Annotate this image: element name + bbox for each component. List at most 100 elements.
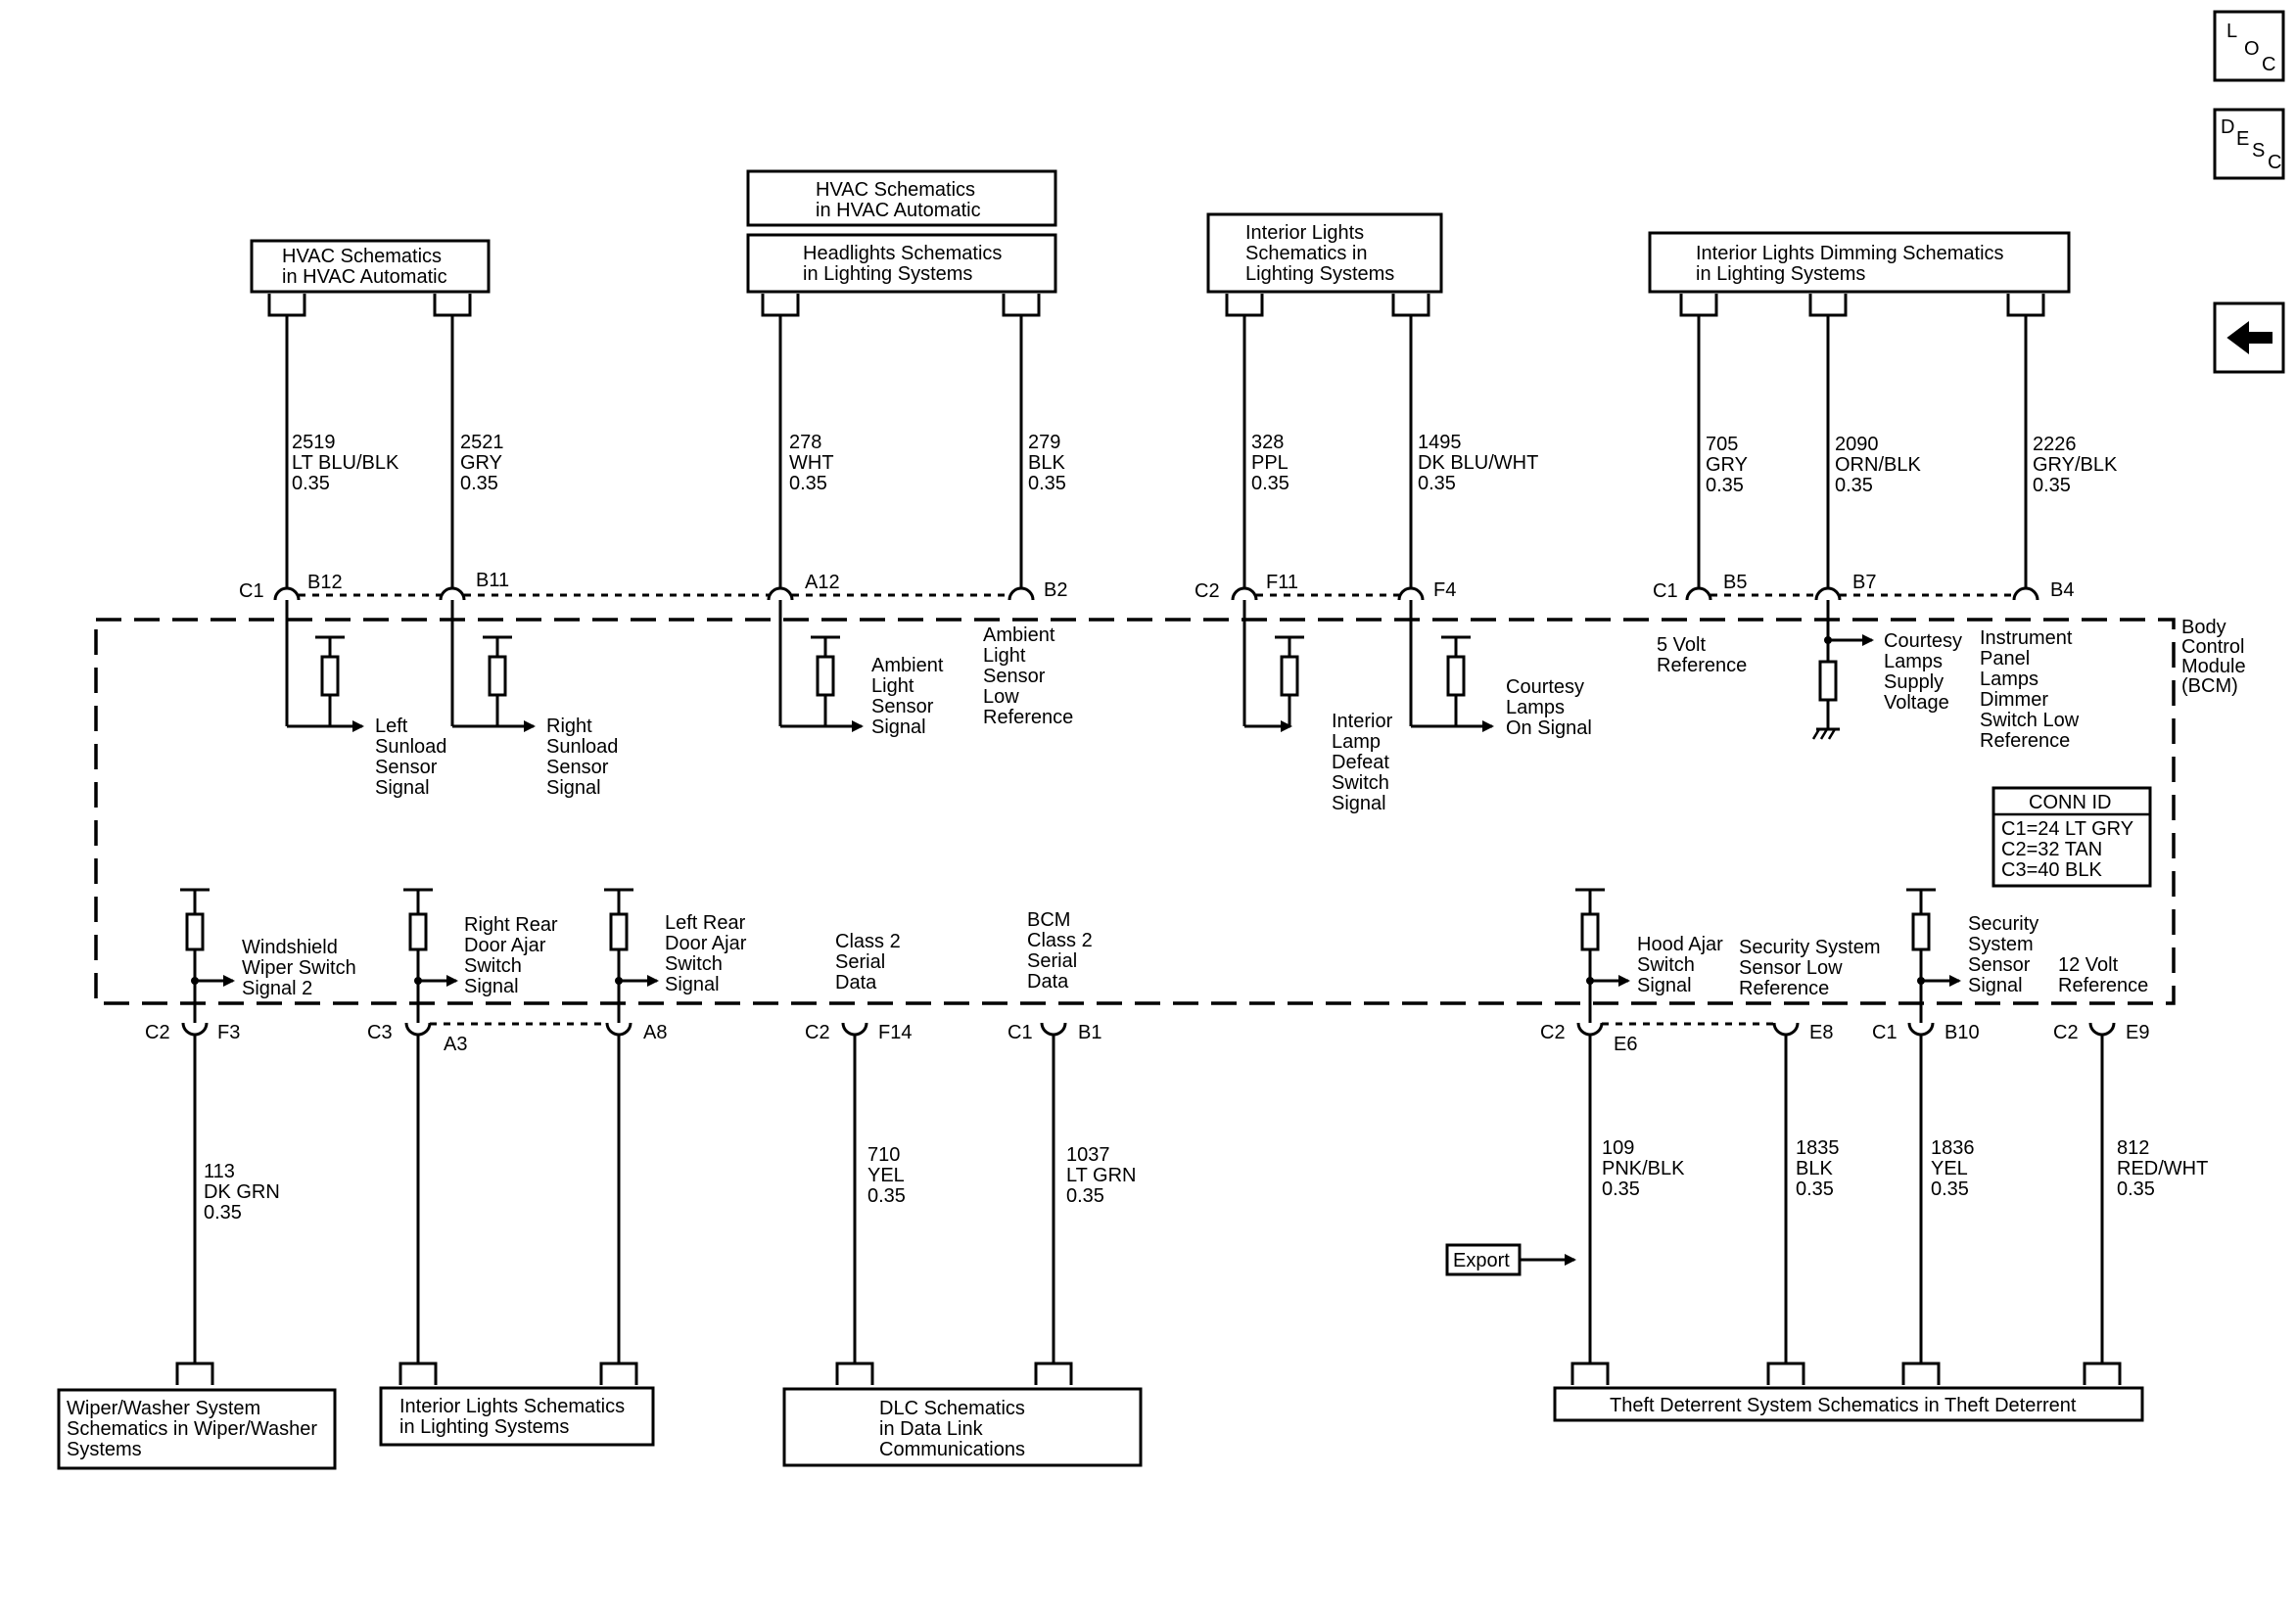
label-left-rear-door-ajar-switch-signal: Left Rear Door Ajar Switch Signal — [665, 912, 747, 995]
svg-text:GRY: GRY — [460, 452, 502, 474]
label-ambient-light-sensor-signal: Ambient Light Sensor Signal — [871, 655, 944, 738]
interior-lights-dimming-box[interactable]: Interior Lights Dimming Schematics in Li… — [1648, 231, 2071, 294]
svg-text:Low: Low — [983, 686, 1019, 708]
svg-text:Reference: Reference — [1980, 730, 2070, 752]
label-courtesy-lamps-on-signal: Courtesy Lamps On Signal — [1506, 676, 1592, 739]
dlc-schematics-box[interactable]: DLC Schematics in Data Link Communicatio… — [782, 1387, 1143, 1467]
top-pin-b5: B5 — [1723, 572, 1747, 593]
svg-text:Voltage: Voltage — [1884, 692, 1949, 714]
svg-text:in HVAC Automatic: in HVAC Automatic — [816, 200, 981, 221]
svg-text:Schematics in Wiper/Washer: Schematics in Wiper/Washer — [67, 1418, 317, 1440]
svg-text:0.35: 0.35 — [204, 1202, 242, 1224]
top-wires — [285, 315, 2028, 587]
svg-text:0.35: 0.35 — [1418, 473, 1456, 494]
svg-text:0.35: 0.35 — [1066, 1185, 1104, 1207]
svg-text:Systems: Systems — [67, 1439, 142, 1460]
svg-text:Signal: Signal — [464, 976, 519, 997]
svg-text:Reference: Reference — [983, 707, 1073, 728]
svg-text:0.35: 0.35 — [1931, 1178, 1969, 1200]
bcm-title: Body Control Module (BCM) — [2181, 617, 2246, 697]
bottom-conn-c2-e6: C2 — [1540, 1022, 1566, 1043]
bottom-pin-a8: A8 — [643, 1022, 667, 1043]
top-connector-tabs — [267, 294, 2045, 317]
svg-text:Sensor: Sensor — [375, 757, 438, 778]
export-marker[interactable]: Export — [1445, 1243, 1576, 1276]
svg-text:Communications: Communications — [879, 1439, 1025, 1460]
desc-letter-d: D — [2221, 116, 2234, 138]
svg-text:Signal 2: Signal 2 — [242, 978, 312, 999]
svg-text:Signal: Signal — [1637, 975, 1692, 996]
svg-text:1495: 1495 — [1418, 432, 1462, 453]
svg-text:Sunload: Sunload — [546, 736, 618, 758]
bottom-conn-c2-f3: C2 — [145, 1022, 170, 1043]
bottom-conn-c1-b10: C1 — [1872, 1022, 1898, 1043]
svg-text:LT GRN: LT GRN — [1066, 1165, 1137, 1186]
svg-text:Courtesy: Courtesy — [1884, 630, 1962, 652]
bottom-pin-b10: B10 — [1945, 1022, 1980, 1043]
label-bcm-class-2-serial-data: BCM Class 2 Serial Data — [1027, 909, 1093, 993]
svg-text:Defeat: Defeat — [1332, 752, 1389, 773]
loc-button[interactable]: L O C — [2213, 10, 2285, 82]
svg-text:HVAC Schematics: HVAC Schematics — [816, 179, 975, 201]
svg-text:Lamps: Lamps — [1884, 651, 1943, 672]
bottom-pin-f14: F14 — [878, 1022, 912, 1043]
top-pin-a12: A12 — [805, 572, 840, 593]
hvac-schematics-box-mid[interactable]: HVAC Schematics in HVAC Automatic — [746, 169, 1057, 227]
svg-text:C2=32 TAN: C2=32 TAN — [2001, 839, 2102, 860]
svg-text:Data: Data — [1027, 971, 1069, 993]
top-pin-b4: B4 — [2050, 579, 2074, 601]
svg-text:Switch: Switch — [1332, 772, 1389, 794]
svg-text:Instrument: Instrument — [1980, 627, 2073, 649]
svg-text:0.35: 0.35 — [2033, 475, 2071, 496]
svg-text:1836: 1836 — [1931, 1137, 1975, 1159]
conn-id-table: CONN ID C1=24 LT GRY C2=32 TAN C3=40 BLK — [1991, 786, 2152, 888]
svg-text:710: 710 — [867, 1144, 900, 1166]
svg-text:Windshield: Windshield — [242, 937, 338, 958]
svg-text:DK BLU/WHT: DK BLU/WHT — [1418, 452, 1538, 474]
bottom-pin-a3: A3 — [444, 1034, 467, 1055]
bottom-pin-e8: E8 — [1809, 1022, 1833, 1043]
svg-text:Right: Right — [546, 716, 592, 737]
loc-letter-l: L — [2226, 21, 2237, 42]
circuit-label-113: 113 DK GRN 0.35 — [204, 1161, 280, 1224]
svg-text:0.35: 0.35 — [1028, 473, 1066, 494]
svg-text:BCM: BCM — [1027, 909, 1070, 931]
svg-text:DK GRN: DK GRN — [204, 1181, 280, 1203]
internal-bottom-circuits — [180, 888, 1961, 1023]
svg-text:Reference: Reference — [2058, 975, 2148, 996]
bottom-conn-c2-e9: C2 — [2053, 1022, 2079, 1043]
svg-text:Signal: Signal — [1968, 975, 2023, 996]
svg-text:328: 328 — [1251, 432, 1284, 453]
interior-lights-schematics-box-top[interactable]: Interior Lights Schematics in Lighting S… — [1206, 212, 1443, 294]
svg-text:Interior Lights: Interior Lights — [1245, 222, 1364, 244]
headlights-schematics-box[interactable]: Headlights Schematics in Lighting System… — [746, 233, 1057, 294]
svg-text:Switch: Switch — [464, 955, 522, 977]
circuit-label-812: 812 RED/WHT 0.35 — [2117, 1137, 2208, 1200]
svg-text:GRY/BLK: GRY/BLK — [2033, 454, 2118, 476]
circuit-label-279: 279 BLK 0.35 — [1028, 432, 1066, 494]
theft-deterrent-schematics-box[interactable]: Theft Deterrent System Schematics in The… — [1553, 1386, 2144, 1422]
circuit-label-1495: 1495 DK BLU/WHT 0.35 — [1418, 432, 1538, 494]
svg-text:113: 113 — [204, 1161, 235, 1182]
svg-text:812: 812 — [2117, 1137, 2149, 1159]
svg-text:109: 109 — [1602, 1137, 1634, 1159]
label-left-sunload-sensor-signal: Left Sunload Sensor Signal — [375, 716, 446, 799]
back-button[interactable] — [2213, 301, 2285, 374]
bottom-pin-f3: F3 — [217, 1022, 240, 1043]
desc-button[interactable]: D E S C — [2213, 108, 2285, 180]
svg-text:On Signal: On Signal — [1506, 717, 1592, 739]
svg-text:2090: 2090 — [1835, 434, 1879, 455]
top-pin-f4: F4 — [1433, 579, 1456, 601]
label-class-2-serial-data: Class 2 Serial Data — [835, 931, 901, 993]
interior-lights-schematics-box-bottom[interactable]: Interior Lights Schematics in Lighting S… — [379, 1386, 655, 1447]
top-pin-b11: B11 — [476, 570, 509, 591]
svg-text:Light: Light — [983, 645, 1026, 667]
hvac-schematics-box-left[interactable]: HVAC Schematics in HVAC Automatic — [250, 239, 491, 294]
svg-text:Module: Module — [2181, 656, 2246, 677]
circuit-label-2521: 2521 GRY 0.35 — [460, 432, 504, 494]
wiper-washer-schematics-box[interactable]: Wiper/Washer System Schematics in Wiper/… — [57, 1388, 337, 1470]
svg-text:Light: Light — [871, 675, 914, 697]
svg-text:0.35: 0.35 — [1602, 1178, 1640, 1200]
svg-text:Reference: Reference — [1657, 655, 1747, 676]
svg-text:279: 279 — [1028, 432, 1060, 453]
